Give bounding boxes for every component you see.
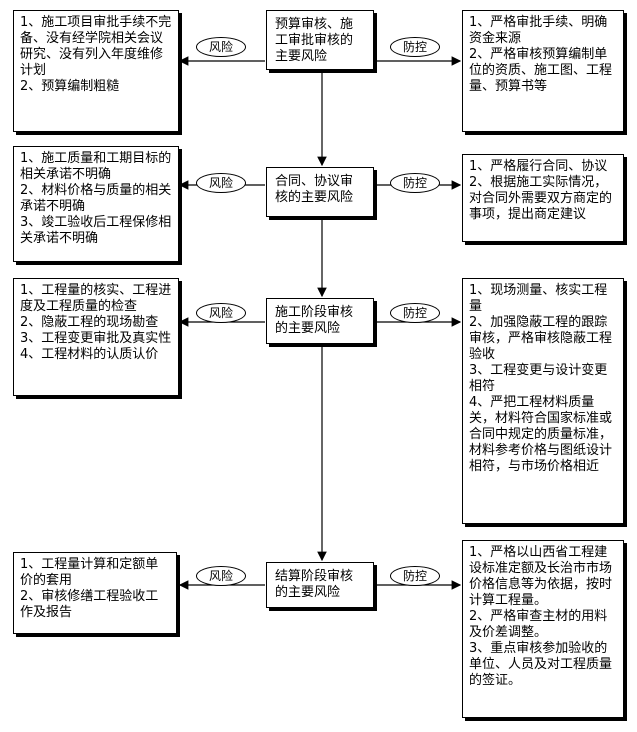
risk-box-4: 1、工程量计算和定额单价的套用 2、审核修缮工程验收工作及报告 <box>13 552 177 634</box>
stage-box-1: 预算审核、施工审批审核的主要风险 <box>266 10 374 70</box>
stage-box-3: 施工阶段审核的主要风险 <box>266 298 374 344</box>
control-oval-4: 防控 <box>390 566 440 586</box>
risk-box-3: 1、工程量的核实、工程进度及工程质量的检查 2、隐蔽工程的现场勘查 3、工程变更… <box>13 278 179 396</box>
risk-box-1: 1、施工项目审批手续不完备、没有经学院相关会议研究、没有列入年度维修计划 2、预… <box>13 10 179 132</box>
risk-box-2: 1、施工质量和工期目标的相关承诺不明确 2、材料价格与质量的相关承诺不明确 3、… <box>13 146 179 262</box>
stage-box-2: 合同、协议审核的主要风险 <box>266 167 374 217</box>
risk-oval-4: 风险 <box>196 566 246 586</box>
control-box-2: 1、严格履行合同、协议 2、根据施工实际情况，对合同外需要双方商定的事项，提出商… <box>462 154 624 242</box>
control-oval-3: 防控 <box>390 303 440 323</box>
risk-oval-1: 风险 <box>196 37 246 57</box>
control-box-1: 1、严格审批手续、明确资金来源 2、严格审核预算编制单位的资质、施工图、工程量、… <box>462 10 624 132</box>
control-oval-2: 防控 <box>390 173 440 193</box>
risk-oval-2: 风险 <box>196 173 246 193</box>
control-box-4: 1、严格以山西省工程建设标准定额及长治市市场价格信息等为依据，按时计算工程量。 … <box>462 540 624 718</box>
control-oval-1: 防控 <box>390 37 440 57</box>
control-box-3: 1、现场测量、核实工程量 2、加强隐蔽工程的跟踪审核，严格审核隐蔽工程验收 3、… <box>462 278 624 524</box>
stage-box-4: 结算阶段审核的主要风险 <box>266 562 374 608</box>
risk-oval-3: 风险 <box>196 303 246 323</box>
